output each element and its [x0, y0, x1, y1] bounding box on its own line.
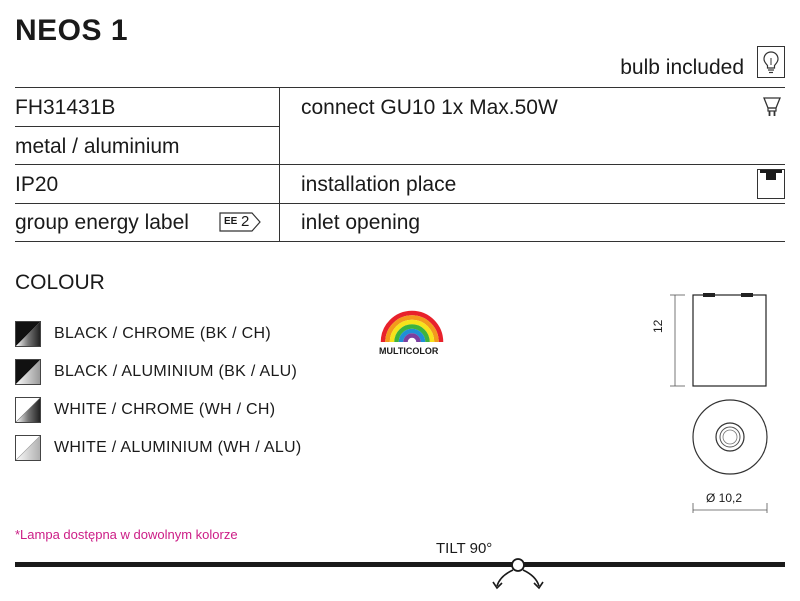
swatch-black-aluminium — [15, 359, 41, 385]
availability-note: *Lampa dostępna w dowolnym kolorze — [15, 527, 238, 542]
bulb-included-label: bulb included — [620, 56, 744, 79]
diameter-dimension: Ø 10,2 — [706, 491, 743, 505]
tilt-label: TILT 90° — [436, 540, 493, 557]
ip-rating: IP20 — [15, 173, 59, 196]
energy-label-title: group energy label — [15, 211, 189, 234]
colour-option-label: WHITE / CHROME (WH / CH) — [54, 401, 276, 418]
table-row-divider — [15, 164, 785, 165]
installation-ceiling-icon — [757, 169, 785, 199]
inlet-opening-label: inlet opening — [301, 211, 421, 234]
colour-option-label: WHITE / ALUMINIUM (WH / ALU) — [54, 439, 302, 456]
height-dimension: 12 — [651, 319, 665, 333]
table-row-divider — [15, 126, 279, 127]
colour-section-title: COLOUR — [15, 271, 105, 294]
energy-badge-text: EE — [224, 216, 238, 227]
table-row-divider — [15, 203, 785, 204]
energy-class-value: 2 — [241, 213, 250, 230]
footer-baseline — [15, 562, 785, 567]
table-top-border — [15, 87, 785, 88]
colour-option-label: BLACK / ALUMINIUM (BK / ALU) — [54, 363, 298, 380]
swatch-white-aluminium — [15, 435, 41, 461]
multicolor-label: MULTICOLOR — [379, 346, 439, 356]
swatch-white-chrome — [15, 397, 41, 423]
bulb-icon — [757, 46, 785, 78]
energy-label-icon: EE 2 — [219, 212, 261, 232]
table-column-divider — [279, 87, 280, 241]
installation-place-label: installation place — [301, 173, 457, 196]
gu10-icon — [762, 95, 782, 119]
material-spec: metal / aluminium — [15, 135, 180, 158]
tilt-arrows-icon — [486, 556, 550, 596]
dimension-drawing — [645, 285, 795, 525]
product-code: FH31431B — [15, 96, 116, 119]
swatch-black-chrome — [15, 321, 41, 347]
colour-option-label: BLACK / CHROME (BK / CH) — [54, 325, 272, 342]
table-bottom-border — [15, 241, 785, 242]
connect-spec: connect GU10 1x Max.50W — [301, 96, 558, 119]
product-title: NEOS 1 — [15, 14, 129, 47]
multicolor-rainbow-icon — [379, 308, 445, 344]
